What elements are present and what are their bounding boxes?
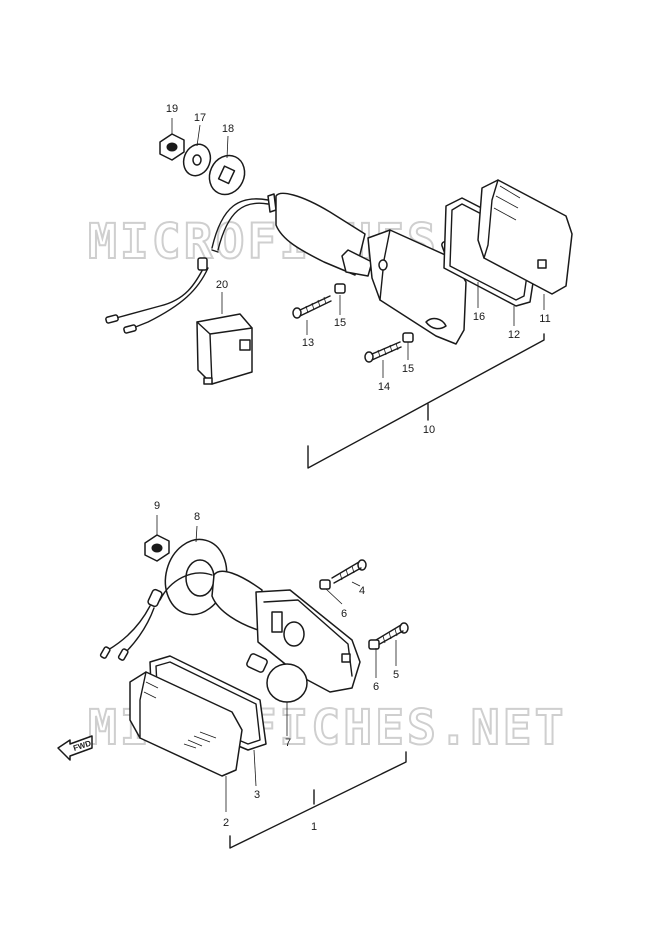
wire-harness-bottom	[99, 572, 213, 661]
callout-2: 2	[223, 817, 229, 829]
screw-5	[375, 622, 409, 646]
callout-20: 20	[216, 279, 228, 291]
lens-2	[129, 671, 243, 777]
callout-17: 17	[194, 112, 206, 124]
wire-harness-top	[105, 198, 269, 334]
callout-16: 16	[473, 311, 485, 323]
nut-6a	[319, 579, 331, 590]
screw-14	[364, 341, 402, 363]
bracket-1	[229, 751, 407, 849]
callout-3: 3	[254, 789, 260, 801]
relay-20	[196, 313, 253, 385]
leader-lines-top	[171, 118, 545, 378]
callout-6b: 6	[373, 681, 379, 693]
callout-7: 7	[285, 737, 291, 749]
callout-19: 19	[166, 103, 178, 115]
nut-6b	[368, 639, 380, 650]
nut-15b	[402, 332, 414, 343]
callout-18: 18	[222, 123, 234, 135]
callout-12: 12	[508, 329, 520, 341]
callout-10: 10	[423, 424, 435, 436]
callout-15a: 15	[334, 317, 346, 329]
nut-9	[144, 534, 170, 562]
leader-lines-bottom	[156, 515, 397, 812]
callout-5: 5	[393, 669, 399, 681]
washer-17	[182, 143, 212, 177]
callout-15b: 15	[402, 363, 414, 375]
callout-4: 4	[359, 585, 365, 597]
screw-4	[331, 559, 367, 584]
callout-8: 8	[194, 511, 200, 523]
callout-6a: 6	[341, 608, 347, 620]
callout-9: 9	[154, 500, 160, 512]
lens-11	[477, 179, 573, 295]
callout-14: 14	[378, 381, 390, 393]
turn-signal-housing-bottom	[211, 570, 361, 693]
fwd-arrow-icon: FWD	[57, 735, 93, 761]
bracket-10	[307, 333, 545, 469]
callout-1: 1	[311, 821, 317, 833]
nut-15a	[334, 283, 346, 294]
nut-19	[159, 133, 185, 161]
turn-signal-housing-top	[267, 192, 467, 345]
screw-13	[292, 295, 332, 319]
callout-labels: 19 17 18 20 13 15 14 15 16 12 11 10 9 8 …	[154, 103, 551, 833]
callout-13: 13	[302, 337, 314, 349]
grommet-18	[208, 154, 246, 196]
callout-11: 11	[539, 313, 550, 325]
